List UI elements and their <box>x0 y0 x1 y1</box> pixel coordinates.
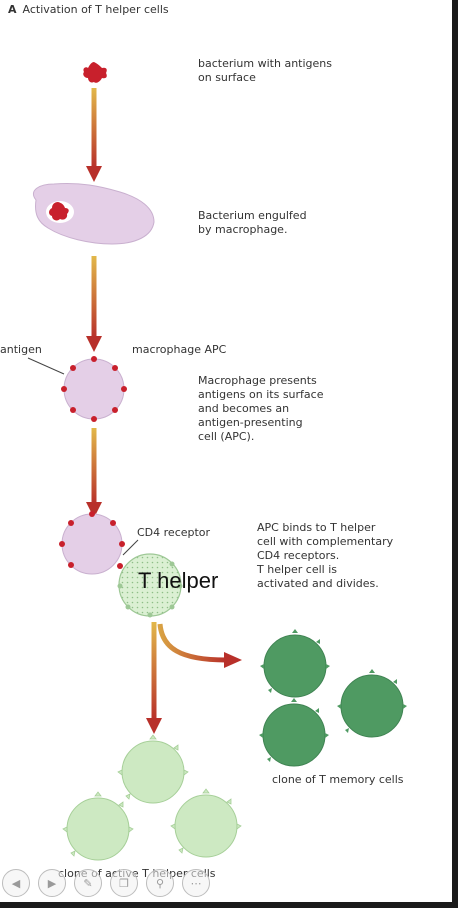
macrophage-apc-icon <box>61 356 127 422</box>
cd4-pointer-line <box>122 539 139 556</box>
active-cell-1 <box>117 734 189 804</box>
macrophage-apc-label: macrophage APC <box>132 343 227 356</box>
arrow-step-2 <box>86 256 102 352</box>
active-cell-2 <box>62 791 134 861</box>
memory-cell-1 <box>260 629 330 698</box>
memory-cell-2 <box>337 669 407 738</box>
diagram-canvas <box>27 62 407 861</box>
more-icon[interactable]: ⋯ <box>182 869 210 897</box>
t-helper-overlay-label: T helper <box>138 568 219 593</box>
figure-title: A Activation of T helper cells <box>8 3 169 16</box>
window-frame-right <box>452 0 458 908</box>
copy-icon[interactable]: ❐ <box>110 869 138 897</box>
macrophage-engulfing-icon <box>32 183 155 245</box>
bound-antigen-icon <box>117 563 123 569</box>
step-presents-text: Macrophage presents antigens on its surf… <box>198 374 324 443</box>
arrow-step-3 <box>86 428 102 518</box>
memory-cell-3 <box>259 698 329 767</box>
step-binds-text: APC binds to T helper cell with compleme… <box>257 521 394 590</box>
window-frame-bottom <box>0 902 458 908</box>
cd4-receptor-label: CD4 receptor <box>137 526 211 539</box>
pen-icon[interactable]: ✎ <box>74 869 102 897</box>
antigen-label: antigen <box>0 343 42 356</box>
figure-marker: A <box>8 3 17 16</box>
bacterium-icon <box>83 62 107 83</box>
apc-binding-icon <box>59 511 125 575</box>
zoom-icon[interactable]: ⚲ <box>146 869 174 897</box>
prev-icon[interactable]: ◀ <box>2 869 30 897</box>
figure-title-text: Activation of T helper cells <box>22 3 169 16</box>
step-bacterium-text: bacterium with antigens on surface <box>198 57 332 84</box>
active-cell-3 <box>170 788 242 858</box>
step-engulfed-text: Bacterium engulfed by macrophage. <box>198 209 307 236</box>
viewer-toolbar: ◀ ▶ ✎ ❐ ⚲ ⋯ <box>2 868 210 898</box>
arrow-to-active-clone <box>146 622 162 734</box>
t-helper-cell-icon <box>117 553 183 618</box>
arrow-to-memory-clone <box>157 623 242 668</box>
next-icon[interactable]: ▶ <box>38 869 66 897</box>
antigen-pointer-line <box>27 357 65 375</box>
arrow-step-1 <box>86 88 102 182</box>
memory-clone-label: clone of T memory cells <box>272 773 404 786</box>
